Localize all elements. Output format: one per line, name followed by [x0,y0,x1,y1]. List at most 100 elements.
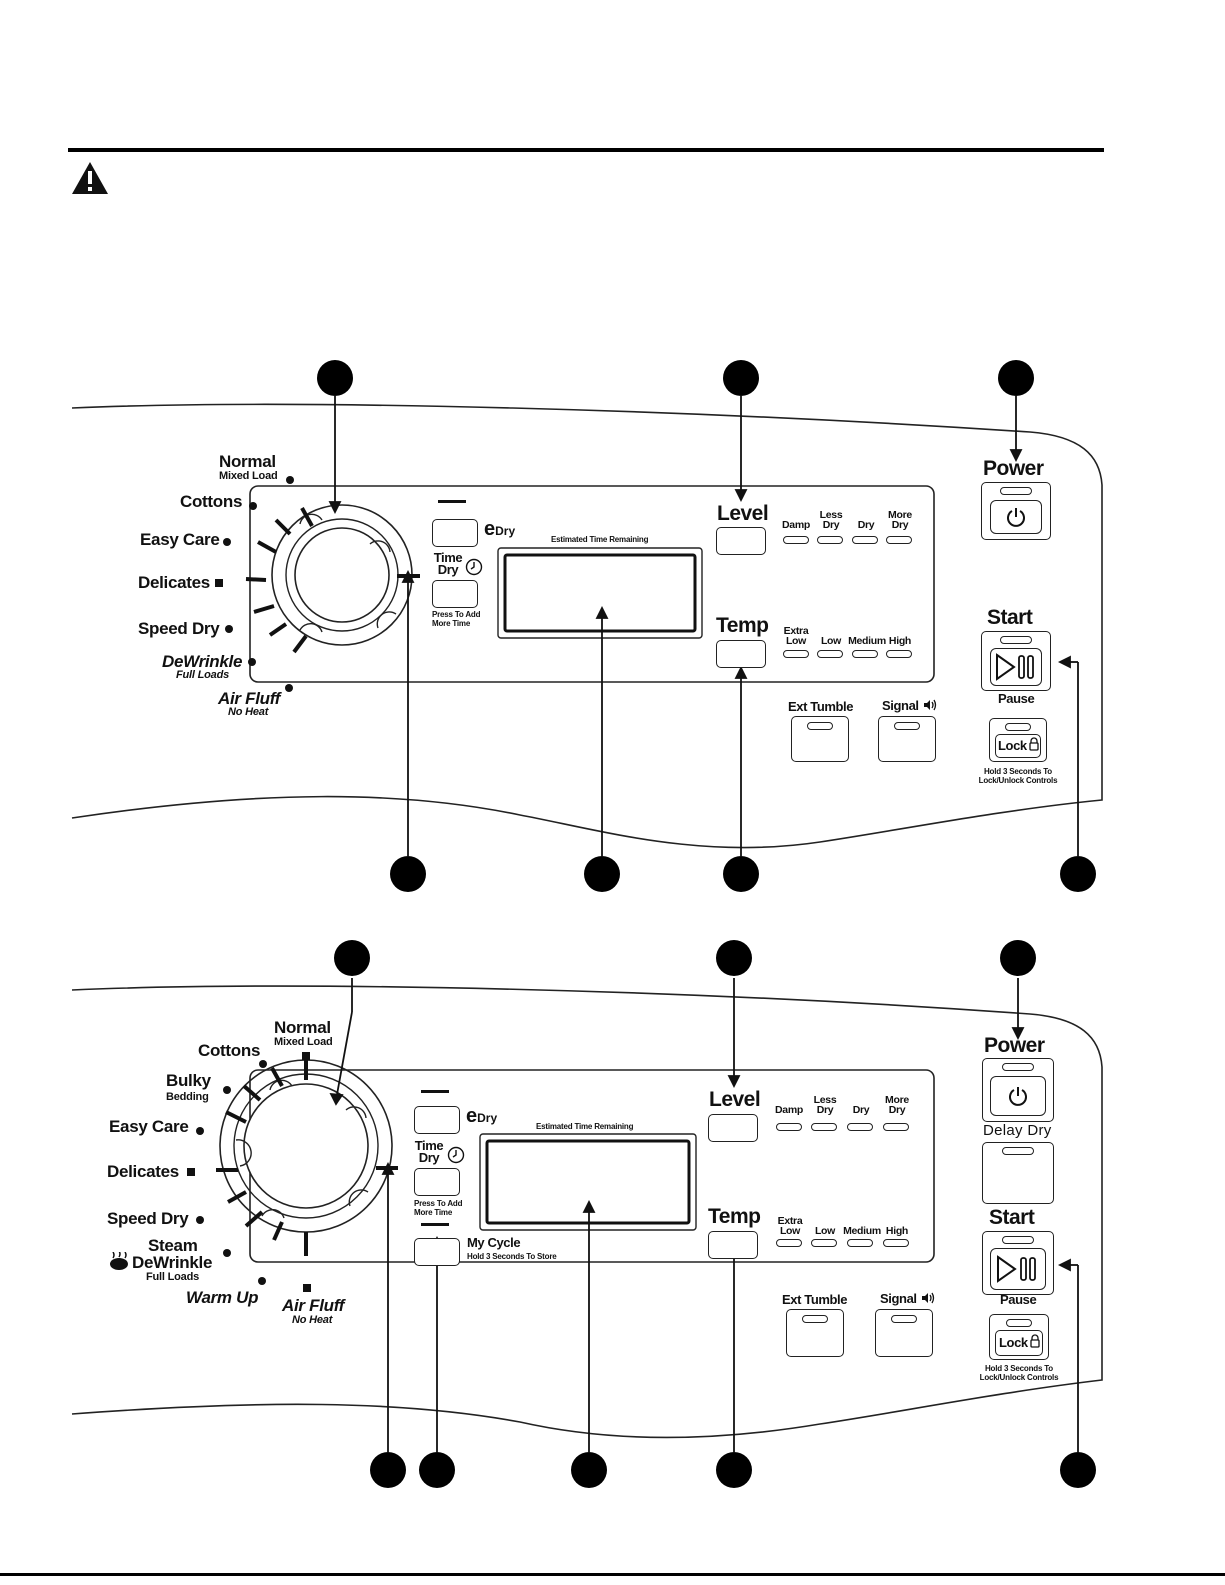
cycle-delicates[interactable]: Delicates [138,573,210,592]
temp-led-medium [847,1239,873,1247]
cycle-air-fluff[interactable]: Air Fluff [218,689,281,708]
cycle-air-fluff[interactable]: Air Fluff [282,1296,345,1315]
callout-start [1060,1452,1096,1488]
cycle-air-fluff-sub: No Heat [292,1314,333,1326]
level-label: Level [709,1088,761,1111]
cycle-cottons[interactable]: Cottons [180,492,243,511]
cycle-normal-dot [286,476,294,484]
cycle-easy-care[interactable]: Easy Care [140,530,220,549]
lock-led [1005,723,1031,731]
start-led [1000,636,1032,644]
temp-led-medium [852,650,878,658]
signal-label: Signal [880,1291,917,1306]
callout-knob [334,940,370,976]
cycle-steam[interactable]: Steam [148,1236,198,1255]
display-label: Estimated Time Remaining [551,535,649,544]
callout-knob-indicator [370,1452,406,1488]
start-label: Start [987,606,1033,629]
callout-temp [723,856,759,892]
level-led-damp [776,1123,802,1131]
temp-button[interactable] [716,640,766,668]
lock-icon [1029,737,1039,751]
signal-button[interactable] [875,1309,933,1357]
cycle-normal[interactable]: Normal [274,1018,331,1037]
edry-label: eDry [484,518,516,540]
cycle-cottons-dot [249,502,257,510]
cycle-dewrinkle[interactable]: DeWrinkle [162,652,243,671]
cycle-delicates-marker [215,579,223,587]
ext-tumble-label: Ext Tumble [788,699,854,714]
cycle-dewrinkle-sub: Full Loads [146,1271,200,1283]
level-opt-dry: Dry [852,1104,870,1116]
edry-button[interactable] [432,519,478,547]
edry-button[interactable] [414,1106,460,1134]
cycle-speed-dry-dot [196,1216,204,1224]
play-pause-frame [990,1248,1046,1290]
temp-led-high [886,650,912,658]
footer-rule [0,1573,1225,1576]
clock-icon [447,1146,465,1164]
sound-icon [924,699,937,711]
level-opt-damp: Damp [782,519,810,531]
time-dry-button[interactable] [432,580,478,608]
ext-tumble-led [807,722,833,730]
power-led [1002,1063,1034,1071]
ext-tumble-label: Ext Tumble [782,1292,848,1307]
display-label: Estimated Time Remaining [536,1122,634,1131]
temp-led-low [811,1239,837,1247]
temp-label: Temp [708,1205,761,1228]
callout-power [998,360,1034,396]
sound-icon [922,1292,935,1304]
ext-tumble-led [802,1315,828,1323]
cycle-cottons[interactable]: Cottons [198,1041,261,1060]
cycle-dewrinkle[interactable]: DeWrinkle [132,1253,213,1272]
my-cycle-label: My Cycle [467,1235,521,1250]
callout-knob-indicator [390,856,426,892]
temp-button[interactable] [708,1231,758,1259]
cycle-speed-dry[interactable]: Speed Dry [138,619,220,638]
lock-icon [1030,1334,1040,1348]
power-icon [1009,1087,1027,1106]
callout-start [1060,856,1096,892]
temp-led-extra-low [776,1239,802,1247]
level-button[interactable] [716,527,766,555]
callout-my-cycle [419,1452,455,1488]
level-led-dry [852,536,878,544]
cycle-bulky[interactable]: Bulky [166,1071,211,1090]
lock-inner [995,1330,1043,1356]
pause-label: Pause [1000,1292,1037,1307]
level-opt-dry: Dry [857,519,875,531]
signal-button[interactable] [878,716,936,762]
signal-led [894,722,920,730]
cycle-dewrinkle-dot [248,658,256,666]
callout-level [723,360,759,396]
cycle-delicates[interactable]: Delicates [107,1162,179,1181]
cycle-speed-dry[interactable]: Speed Dry [107,1209,189,1228]
level-led-less-dry [811,1123,837,1131]
cycle-speed-dry-dot [225,625,233,633]
delay-dry-led [1002,1147,1034,1155]
temp-led-low [817,650,843,658]
callout-level [716,940,752,976]
my-cycle-hint: Hold 3 Seconds To Store [467,1252,557,1261]
cycle-easy-care[interactable]: Easy Care [109,1117,189,1136]
panel-2-outline [71,978,1103,1452]
power-label: Power [984,1034,1045,1057]
lock-label: Lock [999,1335,1028,1350]
lock-label: Lock [998,738,1027,753]
cycle-warm-up[interactable]: Warm Up [186,1288,259,1307]
cycle-warm-up-dot [258,1277,266,1285]
pause-label: Pause [998,691,1035,706]
my-cycle-button[interactable] [414,1238,460,1266]
level-button[interactable] [708,1114,758,1142]
play-pause-icon [997,1255,1036,1283]
time-dry-button[interactable] [414,1168,460,1196]
edry-indicator-bar [421,1090,449,1093]
level-opt-damp: Damp [775,1104,803,1116]
callout-power [1000,940,1036,976]
cycle-normal[interactable]: Normal [219,452,276,471]
